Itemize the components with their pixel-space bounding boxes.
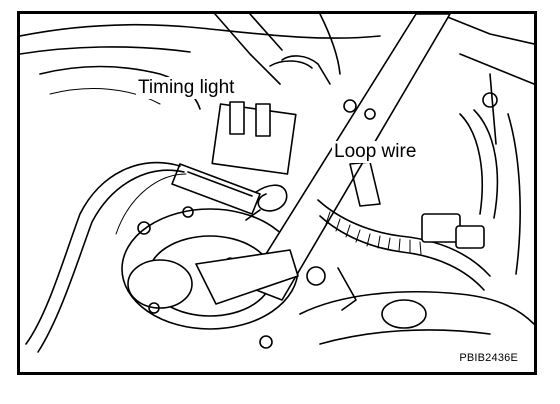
strut-tower — [121, 206, 299, 330]
engine-bay-illustration — [20, 14, 534, 353]
loop-wire-label: Loop wire — [332, 141, 419, 163]
upper-body-contours — [20, 14, 534, 110]
timing-light-label: Timing light — [136, 77, 237, 99]
loop-wire — [245, 184, 288, 221]
timing-light-clamp — [171, 55, 331, 215]
timing-light-cables — [25, 161, 187, 353]
figure-code: PBIB2436E — [457, 352, 520, 364]
illustration-frame: Timing light Loop wire PBIB2436E — [17, 11, 537, 375]
lower-engine-area — [259, 266, 534, 349]
wiring-harness — [317, 199, 491, 291]
